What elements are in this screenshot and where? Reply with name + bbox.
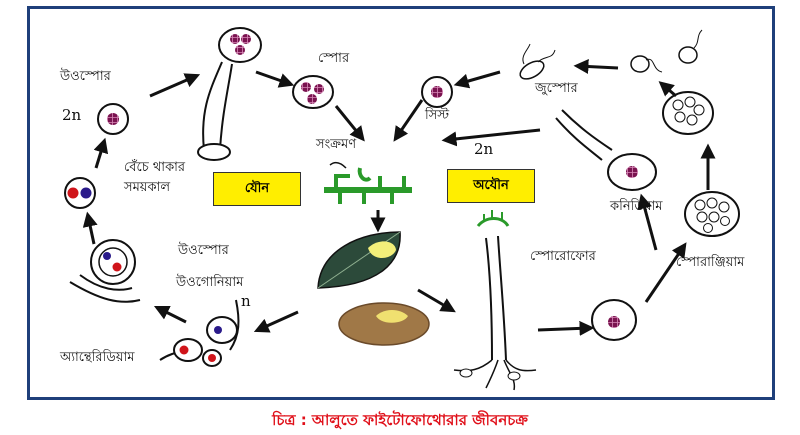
infection-hyphae <box>324 161 412 204</box>
label-sporophore: স্পোরোফোর <box>530 249 596 264</box>
label-cyst: সিস্ট <box>425 108 450 123</box>
spore-cell <box>292 75 334 109</box>
label-zoospore: জুস্পোর <box>535 81 578 96</box>
cycle-arrows <box>82 59 716 336</box>
sporangium-cell <box>684 191 740 237</box>
label-antheridium: অ্যান্থেরিডিয়াম <box>60 350 135 365</box>
label-sporangium: স্পোরাঞ্জিয়াম <box>676 255 745 270</box>
asexual-box: অযৌন <box>447 169 535 203</box>
infected-potato <box>338 302 430 346</box>
germinating-oospore <box>197 27 262 161</box>
oogonium-with-oospore <box>69 239 141 303</box>
label-conidium: কনিডিয়াম <box>610 199 663 214</box>
label-infection: সংক্রমণ <box>316 137 357 152</box>
figure-caption: চিত্র : আলুতে ফাইটোফোথোরার জীবনচক্র <box>272 411 528 429</box>
oospore-cell-top <box>97 103 129 135</box>
zoosporangium-cell <box>662 91 714 135</box>
label-oogonium: উওগোনিয়াম <box>176 275 244 290</box>
label-oospore-top: উওস্পোর <box>60 69 111 84</box>
cyst-cell <box>421 76 453 108</box>
sexual-box: যৌন <box>213 172 301 206</box>
two-nuclei-oospore <box>64 177 96 209</box>
zoospore-cells <box>519 29 703 80</box>
label-spore: স্পোর <box>318 51 350 66</box>
label-2n-left: 2n <box>62 106 82 124</box>
infected-leaf <box>317 231 401 289</box>
label-survival-period: বেঁচে থাকার সময়কাল <box>124 160 186 195</box>
label-2n-right: 2n <box>474 140 494 158</box>
label-n: n <box>241 292 251 310</box>
sporophore <box>453 210 537 391</box>
conidium-bottom <box>591 299 637 341</box>
label-oospore-mid: উওস্পোর <box>178 243 229 258</box>
antheridium-oogonium-pair <box>159 299 240 367</box>
conidium-structure <box>555 109 657 191</box>
